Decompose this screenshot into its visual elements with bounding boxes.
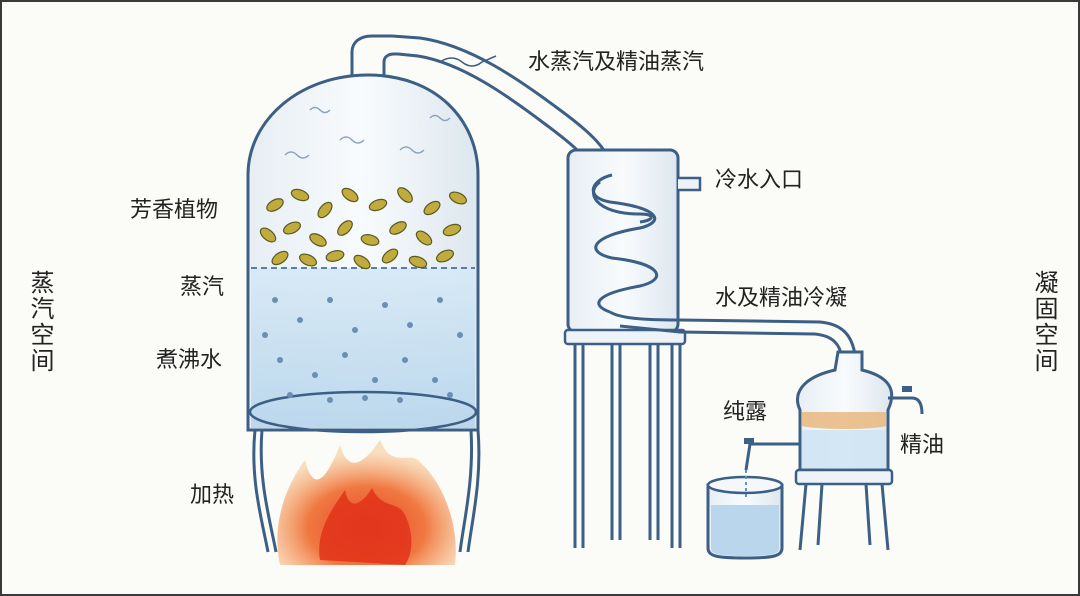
aromatic-plants-label: 芳香植物 <box>130 198 219 223</box>
fire <box>277 440 456 565</box>
condensation-label: 水及精油冷凝 <box>715 286 848 311</box>
still-vessel <box>246 34 480 434</box>
separator-flask <box>744 350 924 551</box>
steam-label: 蒸汽 <box>180 275 225 300</box>
steam-space-label: 蒸汽空间 <box>26 270 54 374</box>
condenser <box>563 148 702 548</box>
cold-water-inlet-label: 冷水入口 <box>715 168 804 193</box>
hydrosol-beaker <box>706 470 784 560</box>
heating-label: 加热 <box>190 483 235 508</box>
still-stand <box>252 429 481 553</box>
condensation-space-label: 凝固空间 <box>1030 270 1058 374</box>
boiling-water-label: 煮沸水 <box>156 348 223 373</box>
boiling-bubbles <box>262 297 463 403</box>
vapor-label: 水蒸汽及精油蒸汽 <box>528 50 705 75</box>
aromatic-leaves <box>259 187 468 270</box>
hydrosol-label: 纯露 <box>723 400 768 425</box>
essential-oil-label: 精油 <box>900 433 945 458</box>
vapor-flow-arrow <box>439 55 497 67</box>
steam-wisps <box>284 106 451 159</box>
